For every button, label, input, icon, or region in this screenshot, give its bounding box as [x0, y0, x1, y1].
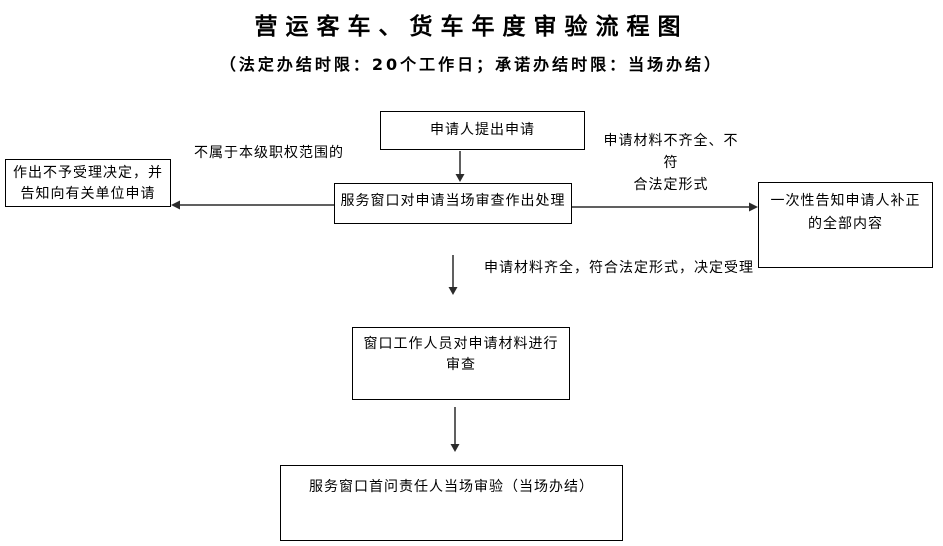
node-label: 申请人提出申请: [430, 122, 535, 138]
node-rejection-decision: 作出不予受理决定，并 告知向有关单位申请: [5, 159, 171, 207]
node-applicant-submits-application: 申请人提出申请: [380, 111, 585, 150]
node-staff-material-review: 窗口工作人员对申请材料进行 审查: [352, 327, 570, 400]
node-label: 服务窗口首问责任人当场审验（当场办结）: [309, 479, 594, 495]
edge-label-line2: 合法定形式: [633, 177, 709, 193]
node-service-window-onsite-review: 服务窗口对申请当场审查作出处理: [334, 183, 572, 224]
node-onsite-inspection-completion: 服务窗口首问责任人当场审验（当场办结）: [280, 465, 623, 541]
arrow-window-review-to-notify: [572, 202, 758, 212]
edge-label-out-of-scope: 不属于本级职权范围的: [194, 145, 344, 161]
arrow-staff-review-to-onsite: [450, 407, 460, 452]
arrow-accepted-down: [448, 255, 458, 295]
node-onetime-correction-notice: 一次性告知申请人补正 的全部内容: [758, 182, 933, 268]
node-label-line1: 一次性告知申请人补正: [770, 193, 921, 209]
arrow-window-review-to-reject: [171, 200, 334, 210]
node-label-line2: 审查: [446, 357, 476, 373]
node-label-line2: 告知向有关单位申请: [20, 186, 156, 202]
page-subtitle: （法定办结时限：20个工作日；承诺办结时限：当场办结）: [219, 55, 724, 74]
node-label-line2: 的全部内容: [808, 216, 883, 232]
edge-label-materials-complete: 申请材料齐全，符合法定形式，决定受理: [484, 260, 754, 276]
arrow-apply-to-window-review: [455, 151, 465, 182]
edge-label-materials-incomplete: 申请材料不齐全、不符 合法定形式: [598, 130, 744, 196]
node-label-line1: 窗口工作人员对申请材料进行: [363, 336, 559, 352]
page-title: 营运客车、货车年度审验流程图: [254, 14, 689, 40]
node-label: 服务窗口对申请当场审查作出处理: [340, 193, 566, 209]
node-label-line1: 作出不予受理决定，并: [13, 165, 163, 181]
edge-label-line1: 申请材料不齐全、不符: [603, 133, 739, 171]
